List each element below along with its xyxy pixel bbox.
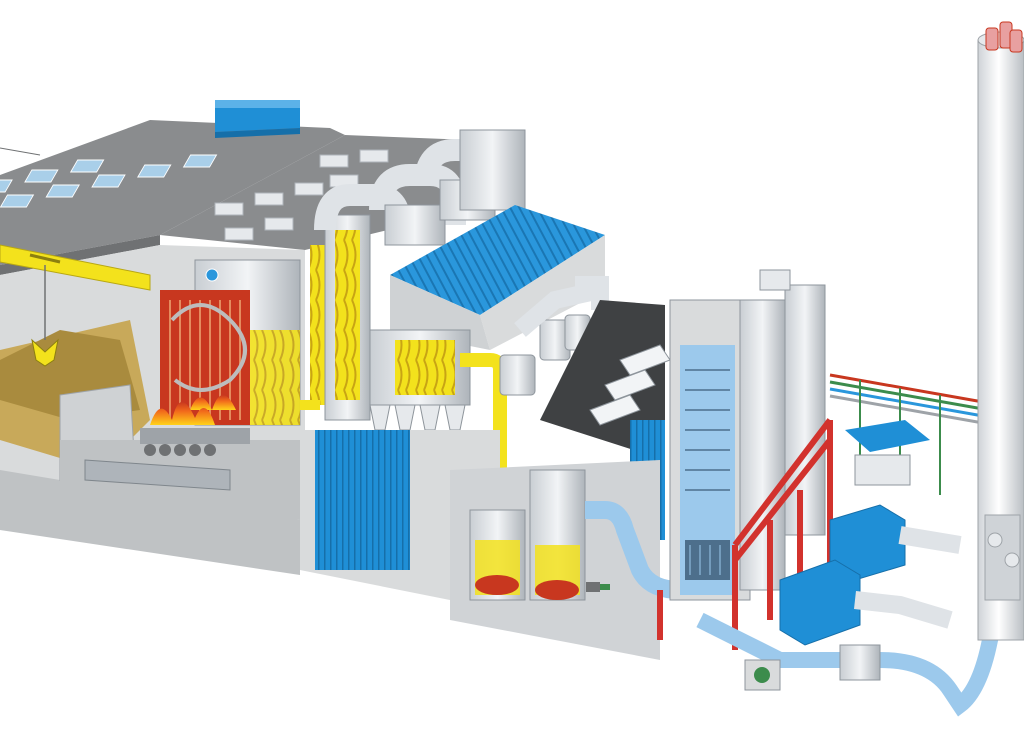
- flue-gas-flow: [170, 303, 247, 392]
- flue-liner: [985, 27, 999, 51]
- bunker-crane: [0, 244, 151, 367]
- scrubbers: [469, 469, 610, 601]
- canopy: [845, 420, 930, 452]
- skylight-icon: [0, 194, 35, 208]
- roof-vents: [589, 344, 671, 426]
- wire: [0, 147, 41, 156]
- skylight-icon: [69, 159, 105, 173]
- fans-and-ducts: [696, 504, 1008, 717]
- skylight-icon: [91, 174, 126, 188]
- pipe-rack: [829, 373, 1001, 495]
- filter-building: [369, 205, 605, 431]
- grate: [140, 428, 250, 444]
- grab-icon: [31, 338, 59, 367]
- filter-building-roof: [390, 205, 605, 315]
- skylight-icon: [24, 169, 59, 183]
- flue-duct-blue: [585, 501, 681, 599]
- blue-box-2: [779, 559, 861, 646]
- skylight-icon: [45, 184, 80, 198]
- skylights: [0, 154, 218, 208]
- silencer: [839, 644, 881, 681]
- stack-silo: [459, 129, 526, 211]
- gas-cleaning: [314, 129, 526, 421]
- chimney: [977, 21, 1024, 641]
- flue-liner: [1009, 29, 1023, 53]
- skylight-icon: [137, 164, 172, 178]
- roof-container: [215, 100, 300, 138]
- fan-icon: [744, 659, 781, 691]
- skylight-icon: [0, 179, 13, 193]
- ash-conveyor: [84, 459, 231, 491]
- exhaust-duct: [696, 598, 1008, 717]
- skylight-icon: [182, 154, 218, 168]
- bunker-roof: [0, 120, 345, 265]
- second-pass: [250, 245, 332, 425]
- pump-icon: [586, 582, 610, 592]
- fire: [150, 401, 215, 425]
- blue-cladding-1: [315, 430, 410, 570]
- burner-port: [205, 268, 219, 282]
